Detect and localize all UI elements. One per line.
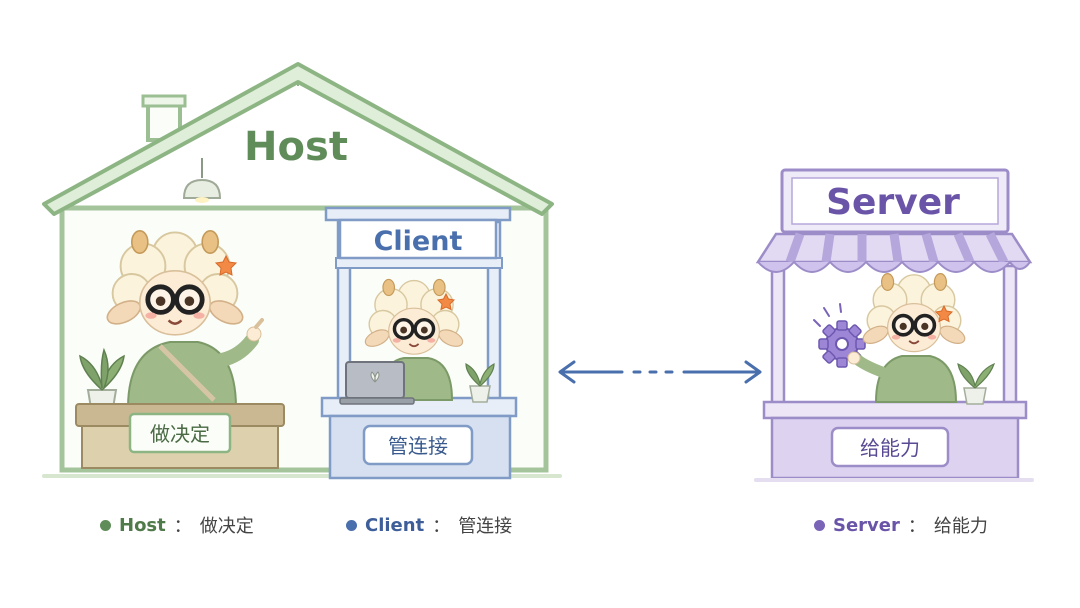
host-sign-label: 做决定: [150, 422, 210, 446]
legend-server-sep: ：: [907, 516, 926, 537]
legend-client-sep: ：: [432, 516, 451, 537]
host-sign: 做决定: [128, 412, 232, 454]
server-sheep: [847, 271, 970, 403]
server-title: Server: [826, 182, 960, 223]
legend-host-name: Host: [119, 514, 166, 536]
double-arrow-icon: [558, 360, 762, 384]
server-sign: 给能力: [830, 426, 950, 468]
client-sign-label: 管连接: [388, 434, 448, 458]
legend-host-desc: 做决定: [199, 516, 254, 537]
client-title: Client: [374, 226, 463, 257]
client-plant-icon: [465, 362, 495, 403]
client-sign: 管连接: [362, 424, 474, 466]
laptop-icon: [339, 361, 415, 405]
host-sheep: [104, 231, 264, 409]
legend-client-dot: [346, 519, 357, 531]
legend-host-dot: [100, 519, 111, 531]
legend-server-desc: 给能力: [933, 516, 988, 537]
legend-client-desc: 管连接: [458, 516, 513, 537]
legend-server-name: Server: [833, 514, 900, 536]
legend-server-dot: [814, 519, 825, 531]
legend-host-sep: ：: [173, 516, 192, 537]
legend-client: Client ： 管连接: [346, 512, 512, 538]
lamp-icon: [182, 158, 222, 203]
host-title: Host: [244, 124, 348, 170]
server-plant-icon: [957, 362, 995, 405]
server-sign-label: 给能力: [860, 436, 920, 460]
legend-client-name: Client: [365, 514, 425, 536]
legend-server: Server ： 给能力: [814, 512, 988, 538]
legend-host: Host ： 做决定: [100, 512, 254, 538]
server-shop: [754, 168, 1034, 482]
